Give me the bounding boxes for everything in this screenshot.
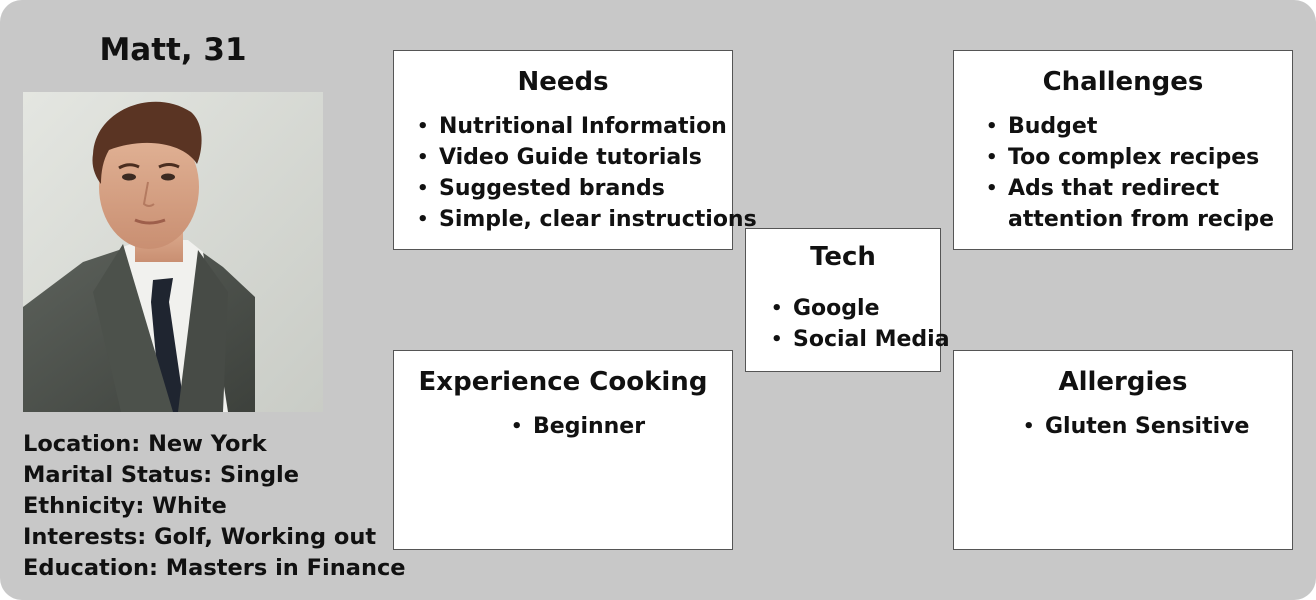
list-item: Ads that redirect attention from recipe [986,173,1278,235]
needs-list: Nutritional Information Video Guide tuto… [417,111,757,235]
needs-title: Needs [517,67,609,97]
experience-title: Experience Cooking [418,367,708,397]
tech-title: Tech [810,242,876,272]
list-item: Beginner [511,411,732,442]
list-item: Google [771,293,940,324]
list-item: Nutritional Information [417,111,732,142]
persona-details: Location: New York Marital Status: Singl… [23,429,406,584]
tech-list: Google Social Media [771,293,950,355]
challenges-list: Budget Too complex recipes Ads that redi… [986,111,1292,235]
list-item: Social Media [771,324,950,355]
detail-education: Education: Masters in Finance [23,555,406,581]
needs-card: Needs Nutritional Information Video Guid… [393,50,757,250]
detail-ethnicity: Ethnicity: White [23,493,227,519]
list-item: Video Guide tutorials [417,142,732,173]
detail-location: Location: New York [23,431,267,457]
experience-list: Beginner [511,411,732,442]
allergies-card: Allergies Gluten Sensitive [953,350,1293,550]
persona-name: Matt, 31 [99,32,247,68]
challenges-card: Challenges Budget Too complex recipes Ad… [953,50,1293,250]
allergies-list: Gluten Sensitive [1023,411,1292,442]
tech-card: Tech Google Social Media [745,228,950,372]
list-item: Too complex recipes [986,142,1278,173]
list-item: Suggested brands [417,173,732,204]
detail-marital-status: Marital Status: Single [23,462,300,488]
persona-photo [23,92,323,412]
portrait-illustration [23,92,323,412]
experience-card: Experience Cooking Beginner [393,350,733,550]
list-item: Simple, clear instructions [417,204,757,235]
list-item: Gluten Sensitive [1023,411,1292,442]
allergies-title: Allergies [1058,367,1188,397]
challenges-title: Challenges [1042,67,1204,97]
detail-interests: Interests: Golf, Working out [23,524,377,550]
list-item: Budget [986,111,1278,142]
